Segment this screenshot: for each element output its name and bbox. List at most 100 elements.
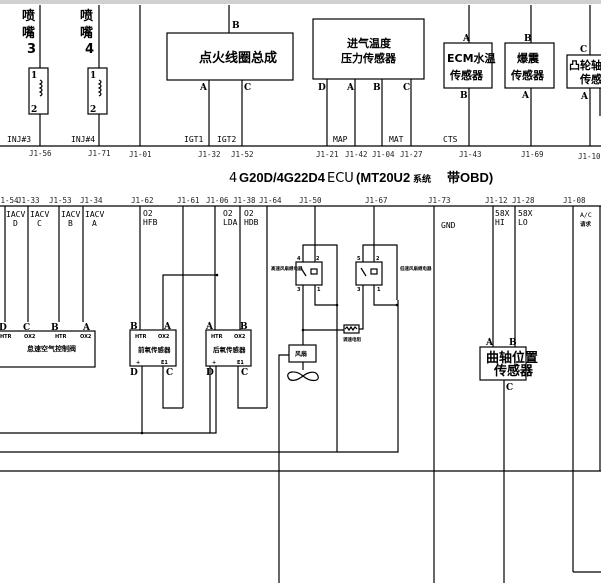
junction-dot [215,273,219,277]
pin-a: A [462,34,471,44]
signal-label: C [37,219,42,228]
connector-label: J1-34 [80,196,103,205]
injector-3[interactable]: 喷 嘴 3 1 2 INJ#3 J1-56 [7,5,52,158]
signal-label: IACV [6,210,25,219]
connector-label: J1-54 [0,196,19,205]
pin-label: C [23,323,30,333]
knock-sensor[interactable]: 爆震 传感器 B A J1-69 [504,5,555,159]
relay-lo-feed [362,244,398,300]
intake-temp-pressure-sensor[interactable]: 进气温度 压力传感器 D A B C MAP MAT J1-21 J1-42 J… [312,18,425,159]
pin-label: D [0,323,7,333]
cts-label-1: ECM水温 [447,51,496,65]
pin-label: B [130,322,138,332]
pin-label: 2 [376,256,380,262]
pin-label: 1 [317,287,321,293]
low-speed-fan-relay[interactable]: 5 2 3 1 低速风扇继电器 [355,244,432,330]
connector-label: J1-01 [129,150,152,159]
high-speed-fan-relay[interactable]: 4 2 3 1 高速风扇继电器 [271,244,339,452]
fan-speed-resistor[interactable]: 调速电阻 [301,324,362,343]
knock-label-2: 传感器 [510,68,545,82]
map-sensor-label-2: 压力传感器 [341,51,397,65]
connector-label: J1-42 [345,150,368,159]
pin-b: B [509,338,517,348]
ignition-coil[interactable]: 点火线圈总成 B A C IGT1 IGT2 J1-32 J1-52 [166,5,294,159]
relay-switch-icon [300,267,307,277]
signal-label: 请求 [580,220,592,228]
connector-label: J1-10 [578,152,601,161]
fan-ground-wire [278,354,289,583]
pin-b: B [524,34,532,44]
signal-label: HFB [143,218,158,227]
pin-a: A [485,338,494,348]
injector-4-pin-2: 2 [90,105,96,115]
radiator-fan[interactable]: 风扇 [278,344,319,583]
injector-3-box [28,67,49,115]
pin-a: A [580,92,589,102]
pin-label: 3 [297,287,301,293]
signal-gnd: GND [441,221,456,230]
title-obd: 带OBD) [447,170,493,185]
cam-box [566,54,601,89]
pin-label: 3 [357,287,361,293]
sub-label: HTR [55,334,67,340]
pin-label: B [51,323,59,333]
pin-d: D [318,83,326,93]
relay-coil-icon [310,268,318,275]
crankshaft-position-sensor[interactable]: A B 曲轴位置 传感器 C [479,338,538,393]
injector-4-pin-1: 1 [90,71,96,81]
sub-label: HTR [0,334,12,340]
signal-label: LO [518,218,528,227]
top-border [0,0,601,4]
junction-dot [301,328,305,332]
sub-label: + [212,360,216,366]
signal-label: LDA [223,218,238,227]
cam-label-1: 凸轮轴 [569,58,601,72]
connector-label: J1-56 [29,149,52,158]
rear-o2-sensor[interactable]: A B HTR OX2 后氧传感器 + E1 D C [205,322,252,378]
ckp-label-2: 传感器 [493,363,534,379]
ecu-title: 4 G20D/4G22D4 ECU (MT20U2 系统 带OBD) [229,170,493,186]
coil-icon [97,79,102,97]
relay-hi-1-wire [314,285,337,306]
front-o2-label: 前氧传感器 [138,345,171,354]
front-o2-sensor[interactable]: B A HTR OX2 前氧传感器 + E1 D C [129,322,177,378]
injector-4-label-2: 嘴 [80,25,93,41]
idle-air-control-valve[interactable]: D C B A HTR OX2 HTR OX2 怠速空气控制阀 [0,323,96,368]
pin-a: A [346,83,355,93]
rear-o2-c-loop [237,366,267,409]
signal-label: HI [495,218,505,227]
knock-label-1: 爆震 [517,51,540,65]
relay-lo-1-wire [373,285,397,306]
connector-label: J1-61 [177,196,200,205]
signal-label: IACV [30,210,49,219]
coolant-temp-sensor[interactable]: ECM水温 传感器 A B CTS J1-43 [443,5,496,159]
injector-4-label-1: 喷 [80,8,93,24]
ground-line-2 [0,300,399,453]
bottom-connector-labels: J1-54 J1-33 J1-53 J1-34 J1-62 J1-61 J1-0… [0,196,586,205]
injector-3-label-2: 嘴 [22,25,35,41]
signal-igt2: IGT2 [217,135,236,144]
injector-3-pin-2: 2 [31,105,37,115]
ignition-coil-box [166,32,294,81]
sub-label: OX2 [158,334,170,340]
connector-label: J1-12 [485,196,508,205]
connector-label: J1-21 [316,150,339,159]
pin-label: 1 [377,287,381,293]
cts-box [443,42,493,89]
pin-a: A [521,91,530,101]
injector-4[interactable]: 喷 嘴 4 1 2 INJ#4 J1-71 [71,5,111,158]
signal-label: IACV [85,210,104,219]
resistor-box [343,324,360,334]
signal-label: A [92,219,97,228]
cam-position-sensor[interactable]: 凸轮轴 传感器 C A J1-10 [566,5,601,161]
pin-label: A [82,323,91,333]
relay-hi-box [295,261,323,286]
ignition-coil-label: 点火线圈总成 [199,50,277,66]
pin-label: 2 [316,256,320,262]
junction-dot [140,431,144,435]
connector-label: J1-64 [259,196,282,205]
coil-icon [38,79,43,97]
pin-b: B [460,91,468,101]
relay-lo-label: 低速风扇继电器 [399,265,432,272]
ground-line-1 [0,366,217,434]
